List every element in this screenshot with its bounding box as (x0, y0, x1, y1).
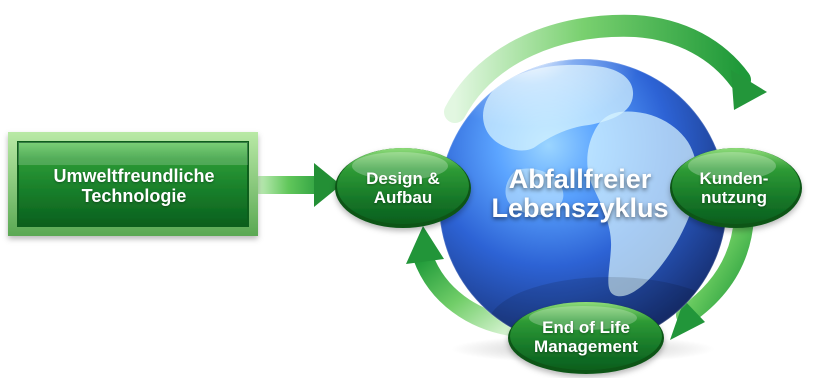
cycle-title-line-2: Lebenszyklus (491, 193, 669, 223)
customer-use-node-shape (670, 148, 802, 228)
design-node-line-2: Aufbau (373, 188, 433, 207)
end-of-life-node-line-1: End of Life (542, 317, 630, 337)
right-cycle-arrow (670, 208, 754, 340)
cycle-title: Abfallfreier Lebenszyklus (470, 152, 690, 236)
technology-box-line-1: Umweltfreundliche (53, 165, 215, 186)
end-of-life-node-shape (508, 302, 664, 374)
cycle-title-line-1: Abfallfreier (508, 164, 652, 195)
design-node-line-1: Design & (366, 168, 440, 188)
input-arrow (256, 163, 341, 207)
top-cycle-arrow (444, 14, 767, 123)
end-of-life-node-line-2: Management (534, 337, 638, 356)
south-america-land (587, 111, 698, 297)
end-of-life-node-label: End of Life Management (508, 300, 664, 374)
technology-box-shape (8, 132, 258, 236)
design-node-shape (335, 148, 471, 228)
technology-box-line-2: Technologie (81, 186, 187, 206)
customer-use-node-line-1: Kunden- (699, 168, 769, 188)
central-america-land (505, 168, 564, 216)
customer-use-node-line-2: nutzung (700, 188, 768, 207)
customer-use-node-label: Kunden- nutzung (664, 148, 804, 228)
design-node-label: Design & Aufbau (338, 150, 468, 226)
left-cycle-arrow (406, 226, 527, 337)
technology-box-label: Umweltfreundliche Technologie (14, 140, 254, 232)
